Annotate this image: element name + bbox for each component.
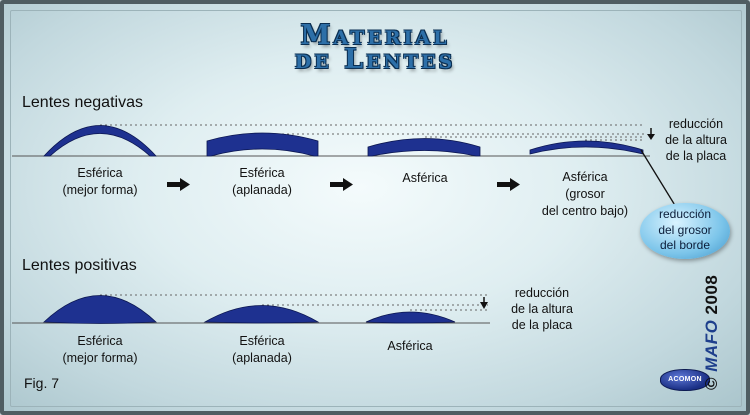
negative-height-arrowhead <box>647 134 655 140</box>
flow-arrow-1-shaft <box>167 182 181 187</box>
positive-height-arrowhead <box>480 302 488 309</box>
copyright-brand: MAFO <box>702 319 721 372</box>
negative-lens-label-1: Esférica (mejor forma) <box>62 166 138 197</box>
edge-reduction-bubble: reducción del grosor del borde <box>640 203 730 259</box>
figure-label: Fig. 7 <box>24 375 60 391</box>
negative-lens-aspherical <box>367 138 481 157</box>
negative-section-label: Lentes negativas <box>22 94 143 111</box>
flow-arrow-3-head <box>510 178 520 191</box>
positive-section-label: Lentes positivas <box>22 257 137 274</box>
negative-height-note: reducción de la altura de la placa <box>665 117 727 163</box>
edge-leader-line <box>640 149 677 208</box>
copyright-symbol: © <box>702 376 721 390</box>
negative-lens-label-2: Esférica (aplanada) <box>232 166 292 197</box>
flow-arrow-2-shaft <box>330 182 344 187</box>
negative-lens-spherical-flat <box>206 132 319 157</box>
flow-arrow-3-shaft <box>497 182 511 187</box>
acomon-badge: ACOMON <box>660 369 710 391</box>
flow-arrow-2-head <box>343 178 353 191</box>
title-line-1: Material <box>300 20 450 51</box>
negative-lens-label-3: Asférica <box>402 171 448 185</box>
negative-flow-arrows <box>167 178 520 191</box>
positive-lens-spherical-flat <box>203 305 320 324</box>
positive-lens-label-3: Asférica <box>387 339 433 353</box>
title-line-2: de Lentes <box>294 44 456 75</box>
negative-lens-aspherical-thin <box>529 140 644 155</box>
edge-reduction-text: reducción del grosor del borde <box>658 207 712 252</box>
positive-lens-aspherical <box>365 311 456 324</box>
negative-lens-label-4: Asférica (grosor del centro bajo) <box>541 170 629 218</box>
flow-arrow-1-head <box>180 178 190 191</box>
positive-lens-label-2: Esférica (aplanada) <box>232 334 292 365</box>
positive-lens-spherical-best <box>43 295 157 324</box>
inner-border <box>10 10 742 407</box>
negative-lens-spherical-best <box>43 125 157 157</box>
copyright-mark: © MAFO 2008 <box>702 275 722 390</box>
positive-height-note: reducción de la altura de la placa <box>511 286 573 332</box>
copyright-year: 2008 <box>702 274 721 315</box>
positive-lens-label-1: Esférica (mejor forma) <box>62 334 138 365</box>
